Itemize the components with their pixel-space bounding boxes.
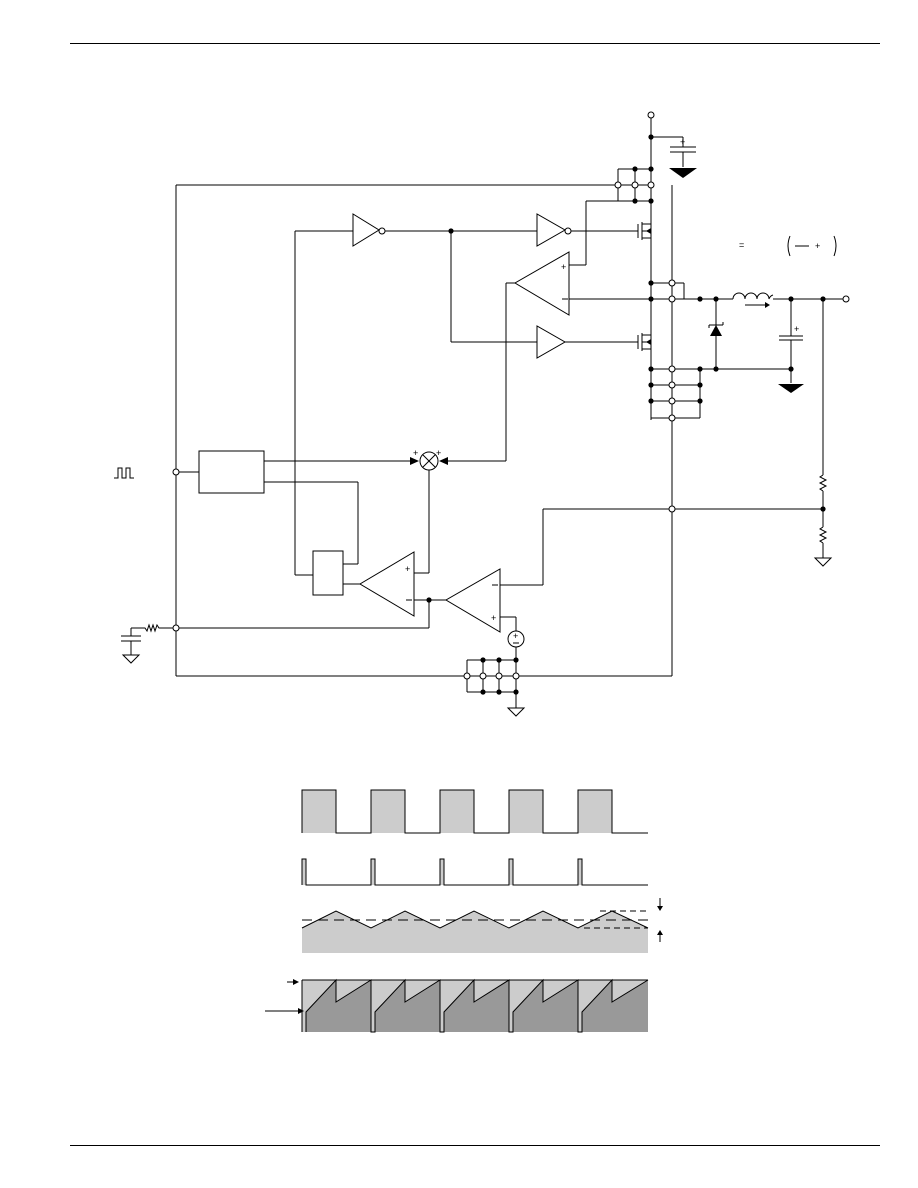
low-side-driver — [536, 325, 567, 359]
vout-terminal — [842, 295, 850, 303]
pwm-comparator — [359, 551, 415, 617]
waveform-clock — [301, 858, 648, 886]
footer-rule — [70, 1145, 880, 1146]
sgnd-pin-array — [463, 657, 526, 717]
mosfet-icon — [637, 333, 651, 351]
clock-pulse-icon — [114, 467, 134, 479]
comp-pin — [172, 624, 180, 632]
power-switches — [569, 200, 651, 351]
summing-node: + + — [413, 448, 448, 471]
ground-icon — [669, 168, 697, 178]
equation-plus: + — [815, 241, 820, 251]
vin-pin-array — [176, 166, 655, 204]
schottky-diode-icon — [708, 299, 724, 369]
equation-equals: = — [739, 240, 744, 250]
svg-text:+: + — [405, 564, 410, 574]
gate-driver-section — [294, 213, 638, 576]
svg-text:+: + — [561, 262, 566, 272]
latch-block — [312, 550, 344, 596]
vin-terminal — [647, 111, 655, 119]
current-sense-amplifier: + — [448, 251, 651, 462]
waveform-pwm-ramp — [265, 978, 649, 1033]
pwm-comparator-latch: + — [179, 550, 446, 629]
feedback-divider — [813, 299, 833, 567]
waveform-switch-node — [301, 789, 648, 834]
ground-icon — [506, 707, 526, 717]
inductor-icon — [732, 292, 774, 308]
oscillator-section: + + — [114, 448, 448, 574]
resistor-icon — [818, 526, 828, 544]
high-side-driver — [536, 213, 567, 247]
svg-text:+: + — [491, 613, 496, 623]
control-frame — [175, 185, 673, 677]
svg-text:+: + — [413, 448, 418, 458]
svg-text:+: + — [436, 448, 441, 458]
inverter-buffer — [352, 213, 380, 247]
ground-icon — [813, 557, 833, 567]
header-rule — [70, 43, 880, 44]
resistor-icon — [818, 474, 828, 492]
sync-pin — [172, 468, 180, 476]
svg-text:+: + — [794, 324, 799, 334]
ground-icon — [121, 654, 141, 664]
resistor-icon — [131, 623, 173, 633]
svg-text:+: + — [513, 631, 518, 641]
mosfet-icon — [637, 222, 651, 240]
pgnd-pin-array — [648, 365, 703, 422]
error-amplifier: + + — [445, 505, 826, 660]
waveform-inductor-current — [301, 898, 663, 953]
oscillator-block — [198, 450, 265, 494]
cap-in-polarity: + — [680, 137, 685, 147]
switch-node-array — [648, 279, 703, 303]
comp-network — [121, 623, 180, 664]
ground-icon — [778, 384, 804, 393]
output-stage: + = + — [700, 235, 850, 393]
timing-waveforms — [265, 789, 663, 1033]
